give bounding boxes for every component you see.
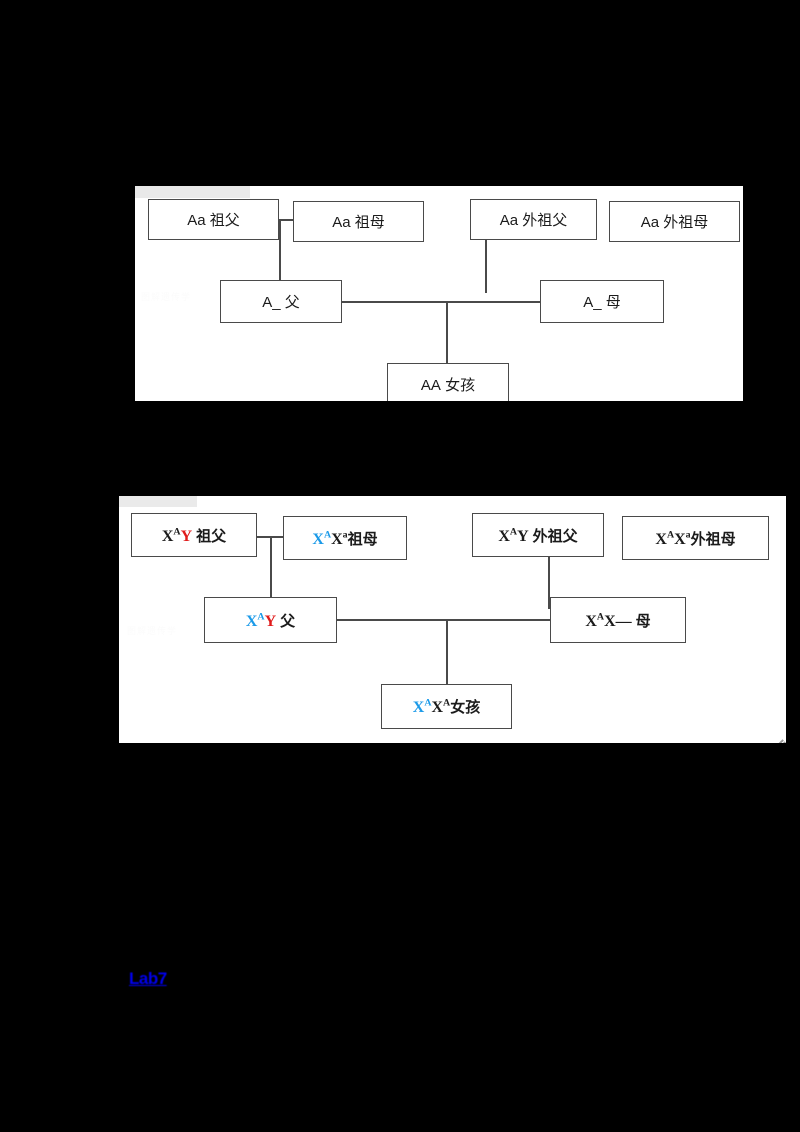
panel-top-strip [119, 496, 197, 507]
allele-2: Xa [331, 529, 348, 548]
allele-1: XA [245, 611, 265, 630]
genotype-label: AA [420, 377, 441, 394]
genotype-label: Aa [640, 214, 660, 231]
relation-label: 母 [635, 612, 651, 630]
node-maternal-grandfather[interactable]: Aa 外祖父 [470, 199, 597, 240]
connector-child-drop [446, 619, 448, 684]
allele-2: Y [517, 527, 529, 545]
genotype-label: Aa [187, 212, 206, 229]
relation-label: 外祖母 [663, 214, 709, 231]
relation-label: 外祖母 [690, 530, 736, 548]
node-daughter[interactable]: XAXA女孩 [381, 684, 512, 729]
relation-label: 祖父 [209, 212, 240, 229]
connector-paternal-drop [270, 536, 272, 609]
relation-label: 外祖父 [532, 527, 578, 545]
connector-maternal-drop [548, 536, 550, 609]
node-paternal-grandfather[interactable]: Aa 祖父 [148, 199, 279, 240]
relation-label: 女孩 [450, 699, 481, 716]
node-maternal-grandmother[interactable]: Aa 外祖母 [609, 201, 740, 242]
relation-label: 祖父 [196, 527, 227, 545]
node-mother[interactable]: XAX— 母 [550, 597, 686, 643]
node-paternal-grandmother[interactable]: XAXa祖母 [283, 516, 407, 560]
node-paternal-grandmother[interactable]: Aa 祖母 [293, 201, 424, 242]
x-linked-pedigree-panel: 图解遗传学 XAY 祖父 XAXa祖母 XAY 外祖父 XAXa外祖母 XAY … [119, 496, 786, 743]
node-daughter[interactable]: AA 女孩 [387, 363, 509, 401]
genotype-label: Aa [332, 214, 351, 231]
watermark-text: 图解遗传学 [141, 292, 192, 302]
relation-label: 祖母 [354, 214, 385, 231]
panel-top-strip [135, 186, 250, 198]
relation-label: 外祖父 [522, 212, 568, 229]
allele-1: XA [161, 526, 181, 545]
connector-parents-marriage [341, 301, 541, 303]
footer-link[interactable]: Lab7 [129, 969, 167, 988]
connector-parents-marriage [321, 619, 550, 621]
node-father[interactable]: XAY 父 [204, 597, 337, 643]
allele-2: XA [431, 697, 451, 716]
allele-2: Xa [674, 529, 691, 548]
connector-child-drop [446, 301, 448, 363]
allele-1: XA [585, 611, 605, 630]
resize-handle-icon[interactable] [772, 729, 786, 743]
allele-2: Y [264, 612, 277, 630]
relation-label: 祖母 [347, 530, 378, 548]
allele-1: XA [655, 529, 675, 548]
relation-label: 父 [280, 612, 296, 630]
node-maternal-grandmother[interactable]: XAXa外祖母 [622, 516, 769, 560]
relation-label: 母 [605, 294, 621, 311]
relation-label: 父 [284, 294, 300, 311]
allele-1: XA [412, 697, 432, 716]
autosomal-pedigree-panel: 图解遗传学 Aa 祖父 Aa 祖母 Aa 外祖父 Aa 外祖母 A_ 父 A_ … [135, 186, 743, 401]
allele-2: X— [604, 612, 632, 630]
genotype-label: A_ [583, 294, 602, 311]
genotype-label: A_ [262, 294, 281, 311]
node-maternal-grandfather[interactable]: XAY 外祖父 [472, 513, 604, 557]
node-paternal-grandfather[interactable]: XAY 祖父 [131, 513, 257, 557]
connector-paternal-drop [279, 219, 281, 293]
node-mother[interactable]: A_ 母 [540, 280, 664, 323]
allele-2: Y [180, 527, 193, 545]
genotype-label: Aa [499, 212, 519, 229]
node-father[interactable]: A_ 父 [220, 280, 342, 323]
allele-1: XA [498, 526, 518, 545]
allele-1: XA [312, 529, 332, 548]
relation-label: 女孩 [445, 377, 476, 394]
watermark-text: 图解遗传学 [127, 626, 178, 636]
connector-maternal-drop [485, 219, 487, 293]
